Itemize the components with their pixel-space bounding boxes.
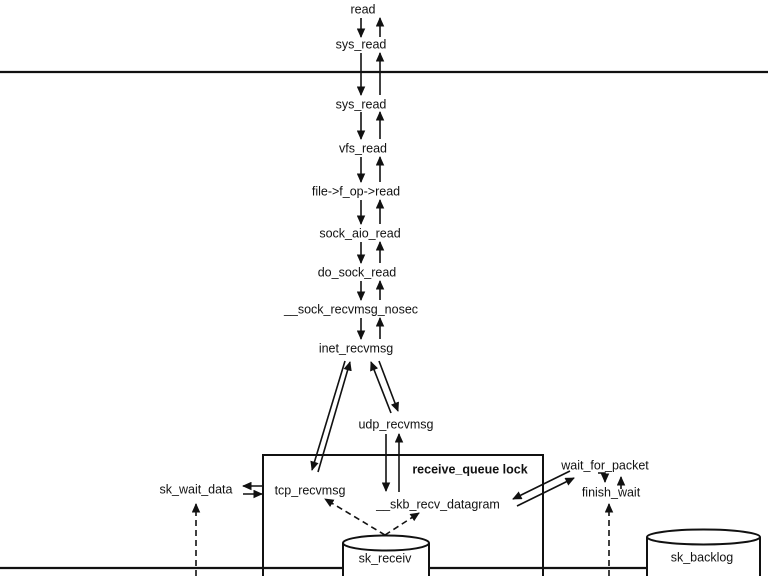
- arrow-tcp-to-inet: [317, 361, 352, 473]
- node-vfs-read: vfs_read: [339, 141, 387, 156]
- sk-backlog-cylinder: [646, 528, 761, 576]
- arrow-waitpacket-to-skbrecv: [512, 470, 571, 500]
- node-finish-wait: finish_wait: [581, 485, 641, 500]
- node-skb-recv-datagram: __skb_recv_datagram: [376, 497, 500, 512]
- node-sock-recvmsg-nosec: __sock_recvmsg_nosec: [283, 302, 419, 317]
- label-sk-receive-queue: sk_receiv: [358, 551, 412, 566]
- arrow-inet-to-tcp: [310, 360, 346, 471]
- node-sys-read-user: sys_read: [335, 37, 387, 52]
- node-sys-read-kernel: sys_read: [335, 97, 387, 112]
- arrow-skbrecv-to-waitpacket: [516, 477, 575, 507]
- dashed-arrows: [191, 498, 614, 576]
- receive-queue-lock-box: [262, 454, 544, 576]
- label-receive-queue-lock: receive_queue lock: [412, 462, 528, 477]
- label-sk-backlog: sk_backlog: [670, 550, 734, 565]
- node-read: read: [350, 2, 376, 17]
- arrow-inet-to-udp: [378, 360, 399, 412]
- sk-receive-queue-cylinder: [342, 534, 430, 576]
- node-do-sock-read: do_sock_read: [317, 265, 397, 280]
- node-sk-wait-data: sk_wait_data: [159, 482, 233, 497]
- node-wait-for-packet: wait_for_packet: [561, 458, 649, 473]
- arrow-waitpacket-to-finishwait: [598, 472, 610, 483]
- call-return-arrow-chain: [242, 17, 626, 507]
- node-inet-recvmsg: inet_recvmsg: [318, 341, 394, 356]
- dashed-arrow-queue-to-tcp: [324, 498, 386, 536]
- boundary-lines: [0, 70, 768, 570]
- dashed-arrow-queue-to-skbrecv: [384, 512, 420, 536]
- node-file-f-op-read: file->f_op->read: [311, 184, 401, 199]
- node-udp-recvmsg: udp_recvmsg: [358, 417, 434, 432]
- arrow-udp-to-inet: [370, 361, 392, 414]
- node-sock-aio-read: sock_aio_read: [319, 226, 401, 241]
- node-tcp-recvmsg: tcp_recvmsg: [274, 483, 346, 498]
